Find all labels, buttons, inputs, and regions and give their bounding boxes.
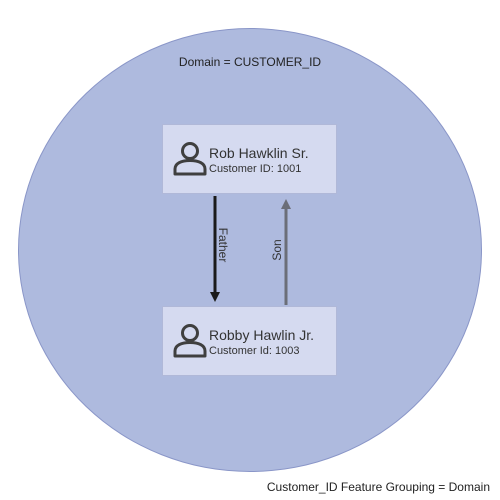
father-edge-label: Father: [216, 227, 230, 263]
node-customer-id: Customer Id: 1003: [209, 345, 300, 357]
node-name: Robby Hawlin Jr.: [209, 327, 315, 343]
domain-title: Domain = CUSTOMER_ID: [178, 55, 322, 69]
node-customer-id: Customer ID: 1001: [209, 163, 302, 175]
node-robby-hawlin-jr[interactable]: Robby Hawlin Jr. Customer Id: 1003: [162, 306, 337, 376]
person-icon: [173, 324, 207, 358]
node-name: Rob Hawklin Sr.: [209, 145, 309, 161]
son-edge-label: Son: [270, 239, 284, 261]
footer-caption: Customer_ID Feature Grouping = Domain: [266, 480, 490, 494]
domain-circle: [18, 28, 482, 472]
person-icon: [173, 142, 207, 176]
node-rob-hawklin-sr[interactable]: Rob Hawklin Sr. Customer ID: 1001: [162, 124, 337, 194]
